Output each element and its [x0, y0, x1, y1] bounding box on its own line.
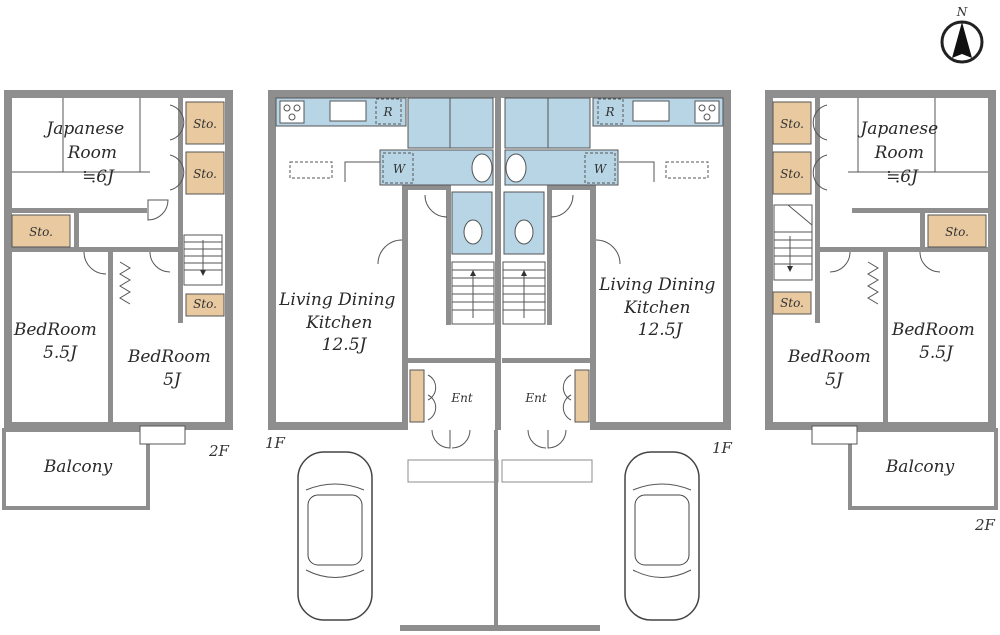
car-icon — [297, 451, 373, 621]
entrance-label: Ent — [524, 391, 546, 405]
shoe-cabinet — [409, 369, 425, 423]
storage-closet — [772, 101, 812, 145]
storage-closet — [772, 151, 812, 195]
lot-boundary — [400, 625, 600, 631]
japanese-room-label: Japanese Room ≒6J — [43, 119, 129, 187]
storage-label: Sto. — [29, 225, 53, 239]
staircase — [773, 204, 813, 281]
lot-divider — [494, 430, 498, 628]
north-label: N — [956, 5, 968, 19]
staircase — [183, 234, 223, 286]
floor-label: 2F — [974, 516, 996, 534]
storage-label: Sto. — [780, 117, 804, 131]
right-1f-plan: R W Ent Living Dining — [501, 90, 733, 621]
bedroom-label: BedRoom 5J — [127, 347, 216, 390]
washer-label: W — [594, 162, 608, 176]
ldk-label: Living Dining Kitchen 12.5J — [598, 275, 721, 340]
right-2f-plan: Japanese Room ≒6J Sto. Sto. Sto. Sto. Be… — [765, 90, 998, 534]
storage-closet — [185, 101, 225, 145]
refrigerator-label: R — [382, 105, 392, 119]
bedroom-label: BedRoom 5.5J — [13, 320, 102, 363]
storage-closet — [927, 214, 987, 248]
washer-label: W — [393, 162, 407, 176]
storage-closet — [772, 291, 812, 315]
storage-label: Sto. — [193, 117, 217, 131]
staircase — [451, 261, 495, 325]
storage-label: Sto. — [193, 167, 217, 181]
staircase — [502, 261, 546, 325]
storage-closet — [11, 214, 71, 248]
balcony-label: Balcony — [43, 457, 113, 477]
floor-label: 2F — [208, 442, 230, 460]
storage-label: Sto. — [193, 297, 217, 311]
bedroom-label: BedRoom 5J — [787, 347, 876, 390]
car-icon — [624, 451, 700, 621]
storage-label: Sto. — [780, 167, 804, 181]
japanese-room-label: Japanese Room ≒6J — [857, 119, 943, 187]
entrance-label: Ent — [450, 391, 472, 405]
ldk-label: Living Dining Kitchen 12.5J — [278, 290, 401, 355]
storage-closet — [185, 293, 225, 317]
storage-label: Sto. — [780, 296, 804, 310]
bedroom-label: BedRoom 5.5J — [891, 320, 980, 363]
storage-label: Sto. — [945, 225, 969, 239]
left-2f-plan: Japanese Room ≒6J Sto. Sto. Sto. Sto. Be… — [2, 90, 233, 510]
north-compass: N — [940, 5, 984, 64]
shoe-cabinet — [574, 369, 590, 423]
floor-label: 1F — [712, 439, 733, 457]
floor-label: 1F — [265, 434, 286, 452]
balcony-label: Balcony — [885, 457, 955, 477]
storage-closet — [185, 151, 225, 195]
refrigerator-label: R — [604, 105, 614, 119]
left-1f-plan: R W Ent — [265, 90, 501, 621]
